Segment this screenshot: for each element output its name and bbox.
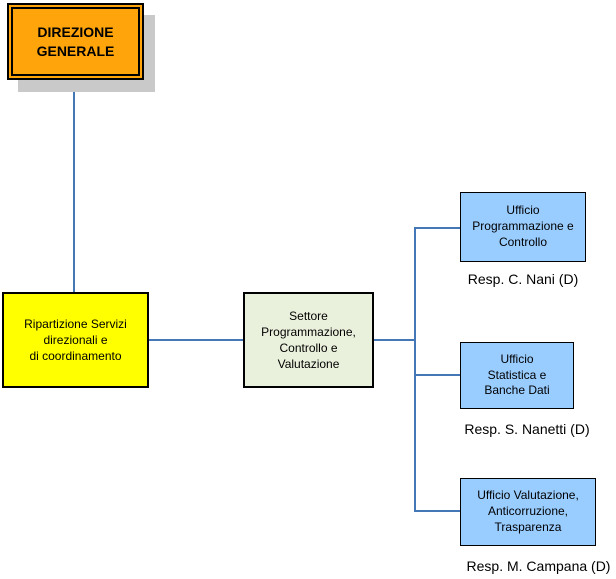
node-ripartizione-servizi-label: Ripartizione Servizi direzionali e di co… (24, 316, 127, 364)
node-ufficio-statistica-banche-dati-label: Ufficio Statistica e Banche Dati (484, 351, 550, 398)
node-settore-programmazione-label: Settore Programmazione, Controllo e Valu… (261, 308, 356, 372)
connector-trunk-ufficio-programmazione (414, 227, 460, 229)
node-ripartizione-servizi: Ripartizione Servizi direzionali e di co… (2, 292, 149, 388)
node-settore-programmazione: Settore Programmazione, Controllo e Valu… (243, 292, 374, 388)
connector-trunk-ufficio-valutazione (414, 510, 460, 512)
node-ufficio-statistica-banche-dati: Ufficio Statistica e Banche Dati (460, 342, 574, 409)
node-ufficio-valutazione-anticorruzione-label: Ufficio Valutazione, Anticorruzione, Tra… (477, 488, 579, 534)
connector-ripartizione-settore (149, 339, 243, 341)
node-ufficio-programmazione-controllo: Ufficio Programmazione e Controllo (460, 192, 586, 262)
node-ufficio-valutazione-anticorruzione: Ufficio Valutazione, Anticorruzione, Tra… (460, 478, 596, 546)
responsible-ufficio-statistica: Resp. S. Nanetti (D) (464, 421, 590, 437)
node-direzione-generale-label: DIREZIONE GENERALE (36, 23, 115, 59)
responsible-ufficio-programmazione: Resp. C. Nani (D) (467, 271, 579, 287)
responsible-ufficio-valutazione: Resp. M. Campana (D) (466, 558, 611, 574)
node-ufficio-programmazione-controllo-label: Ufficio Programmazione e Controllo (472, 203, 574, 249)
connector-trunk-ufficio-statistica (414, 374, 460, 376)
connector-direzione-ripartizione (73, 80, 75, 292)
connector-trunk-vertical (414, 227, 416, 512)
connector-settore-trunk (374, 339, 416, 341)
node-direzione-generale: DIREZIONE GENERALE (7, 3, 144, 80)
